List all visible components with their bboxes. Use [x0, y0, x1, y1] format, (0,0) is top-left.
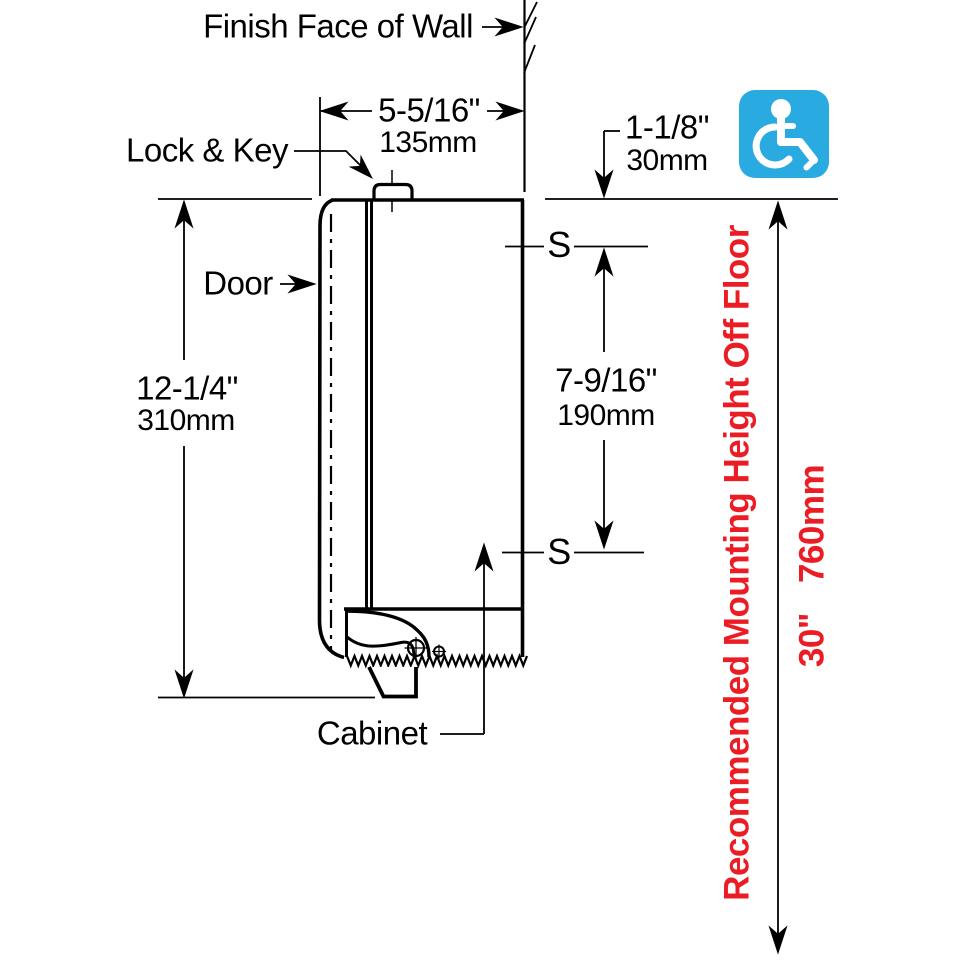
seam-upper-label: S	[547, 224, 571, 265]
dim-height-mm: 310mm	[137, 404, 235, 437]
dim-mounting-height-mm: 760mm	[792, 464, 832, 584]
dim-mounting-height-lines	[769, 201, 787, 954]
lock-key-leader	[294, 150, 380, 186]
dim-seam-spacing-inches: 7-9/16"	[555, 361, 657, 399]
dim-height-inches: 12-1/4"	[136, 369, 238, 407]
dim-top-offset-mm: 30mm	[626, 144, 708, 177]
door-leader-arrow	[280, 275, 316, 293]
dim-height-lines	[175, 200, 193, 698]
dim-depth-inches: 5-5/16"	[378, 91, 480, 129]
cabinet-leader	[440, 543, 493, 735]
lock-and-key-label: Lock & Key	[126, 131, 288, 169]
dispenser-mechanism	[344, 607, 522, 660]
wall-leader-arrow	[482, 18, 523, 36]
wall-line	[523, 0, 538, 192]
mounting-height-note: Recommended Mounting Height Off Floor	[717, 225, 757, 901]
finish-face-of-wall-label: Finish Face of Wall	[203, 7, 473, 45]
cabinet-outline	[317, 198, 525, 660]
mounting-reference-lines	[158, 198, 838, 699]
accessibility-icon	[739, 90, 829, 178]
dim-mounting-height-inches: 30"	[792, 613, 832, 668]
seam-lines	[502, 245, 648, 554]
dim-top-offset-inches: 1-1/8"	[625, 108, 709, 146]
serrated-edge	[345, 653, 529, 669]
dim-depth-lines	[319, 97, 524, 196]
door-label: Door	[203, 264, 273, 302]
mounting-height-values: 30" 760mm	[792, 464, 832, 668]
towel-tail	[367, 666, 418, 699]
dim-seam-spacing-mm: 190mm	[557, 399, 655, 432]
cabinet-label: Cabinet	[316, 714, 428, 752]
seam-lower-label: S	[547, 531, 571, 572]
lock-cylinder	[372, 170, 414, 212]
dim-seam-spacing-lines	[595, 248, 613, 549]
dim-depth-mm: 135mm	[379, 126, 477, 159]
dim-top-offset-lines	[595, 130, 620, 198]
